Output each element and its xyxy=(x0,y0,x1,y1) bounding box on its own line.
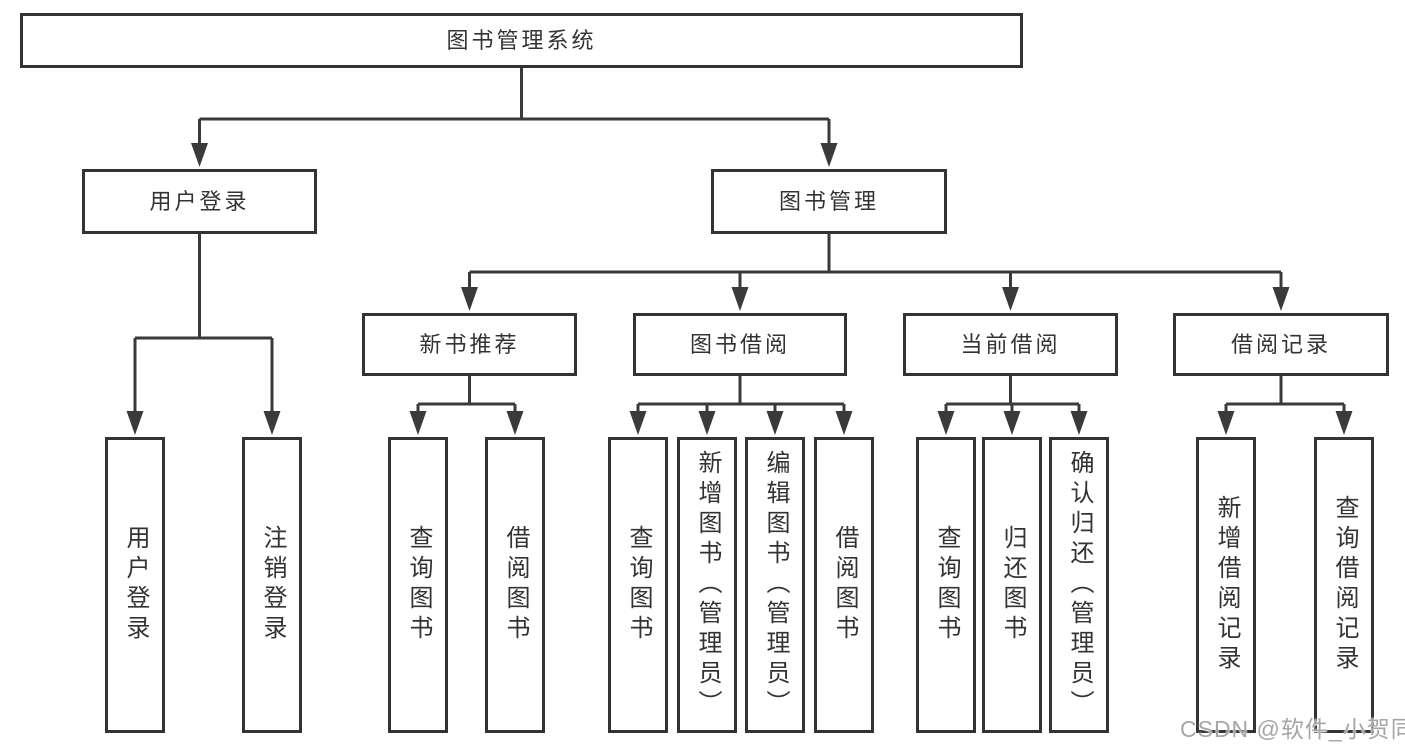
arrowhead xyxy=(126,411,144,435)
csdn-watermark: CSDN @软件_小贺同学 xyxy=(1180,716,1405,742)
connector-borrow-records-children xyxy=(1217,376,1353,435)
arrowhead xyxy=(1070,411,1088,435)
connector-line xyxy=(468,234,1283,289)
node-label: 图书管理 xyxy=(778,188,879,214)
arrowhead xyxy=(263,411,281,435)
connector-line xyxy=(133,234,274,413)
arrowhead xyxy=(461,287,478,311)
node-root: 图书管理系统 xyxy=(20,13,1023,68)
node-label: 查询图书 xyxy=(405,525,432,645)
leaf-user-login: 用户登录 xyxy=(105,437,165,733)
leaf-logout-login: 注销登录 xyxy=(242,437,302,733)
connector-user-login-children xyxy=(126,234,281,435)
node-label: 注销登录 xyxy=(259,525,286,645)
arrowhead xyxy=(506,411,524,435)
arrowhead xyxy=(731,287,749,311)
connector-line xyxy=(1224,376,1346,413)
node-label: 借阅图书 xyxy=(831,525,858,645)
node-label: 借阅图书 xyxy=(502,525,529,645)
arrowhead xyxy=(1335,411,1353,435)
node-book-borrow: 图书借阅 xyxy=(633,313,847,376)
node-label: 新书推荐 xyxy=(419,331,520,357)
arrowhead xyxy=(1272,287,1290,311)
node-borrow-records: 借阅记录 xyxy=(1173,313,1389,376)
leaf-borrow-query-books: 查询图书 xyxy=(608,437,668,733)
connector-book-management-children xyxy=(461,234,1290,311)
connector-new-book-children xyxy=(409,376,524,435)
node-user-login: 用户登录 xyxy=(82,169,317,234)
arrowhead xyxy=(629,411,647,435)
arrowhead xyxy=(409,411,427,435)
connector-line xyxy=(416,376,517,413)
node-label: 查询图书 xyxy=(625,525,652,645)
node-label: 查询借阅记录 xyxy=(1331,495,1358,675)
node-label: 新增图书（管理员） xyxy=(694,450,721,720)
arrowhead xyxy=(1003,411,1021,435)
leaf-records-query-borrow-record: 查询借阅记录 xyxy=(1314,437,1374,733)
node-current-borrow: 当前借阅 xyxy=(903,313,1118,376)
connector-line xyxy=(636,376,846,413)
arrowhead xyxy=(191,143,208,167)
leaf-records-add-borrow-record: 新增借阅记录 xyxy=(1196,437,1256,733)
connector-book-borrow-children xyxy=(629,376,853,435)
node-label: 查询图书 xyxy=(933,525,960,645)
node-label: 图书管理系统 xyxy=(446,27,597,53)
node-label: 用户登录 xyxy=(149,188,250,214)
node-label: 确认归还（管理员） xyxy=(1066,450,1093,720)
arrowhead xyxy=(1002,287,1019,311)
connector-line xyxy=(944,376,1081,413)
leaf-current-query-books: 查询图书 xyxy=(916,437,976,733)
leaf-newbook-borrow-books: 借阅图书 xyxy=(485,437,545,733)
node-label: 编辑图书（管理员） xyxy=(762,450,789,720)
node-label: 用户登录 xyxy=(122,525,149,645)
leaf-current-return-books: 归还图书 xyxy=(982,437,1042,733)
connector-root-to-level2 xyxy=(191,68,838,167)
leaf-borrow-add-books-admin: 新增图书（管理员） xyxy=(677,437,737,733)
connector-current-borrow-children xyxy=(937,376,1088,435)
connector-line xyxy=(198,68,831,145)
node-label: 归还图书 xyxy=(999,525,1026,645)
node-book-management: 图书管理 xyxy=(711,169,947,234)
arrowhead xyxy=(835,411,853,435)
arrowhead xyxy=(698,411,716,435)
leaf-newbook-query-books: 查询图书 xyxy=(388,437,448,733)
node-label: 图书借阅 xyxy=(689,331,790,357)
arrowhead xyxy=(1217,411,1235,435)
node-label: 新增借阅记录 xyxy=(1213,495,1240,675)
node-label: 借阅记录 xyxy=(1230,331,1331,357)
leaf-current-confirm-return-admin: 确认归还（管理员） xyxy=(1049,437,1109,733)
arrowhead xyxy=(937,411,955,435)
leaf-borrow-borrow-books: 借阅图书 xyxy=(814,437,874,733)
arrowhead xyxy=(820,143,838,167)
node-label: 当前借阅 xyxy=(960,331,1061,357)
leaf-borrow-edit-books-admin: 编辑图书（管理员） xyxy=(745,437,805,733)
node-new-book-recommend: 新书推荐 xyxy=(362,313,577,376)
arrowhead xyxy=(766,411,784,435)
